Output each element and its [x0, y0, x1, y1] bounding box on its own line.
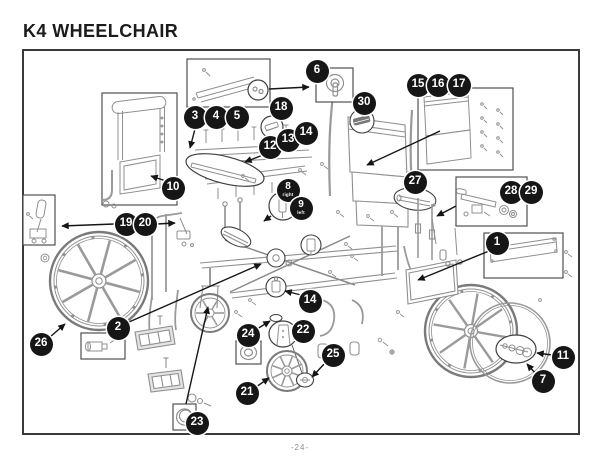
seat-rail-magnifier [185, 115, 284, 187]
callout-14a: 14 [294, 121, 318, 145]
callout-number: 2 [114, 321, 122, 334]
callout-12: 12 [258, 135, 282, 159]
callout-number: 1 [493, 236, 501, 249]
callout-number: 27 [408, 175, 422, 188]
callout-number: 11 [556, 350, 570, 363]
callout-number: 9 [298, 199, 304, 211]
right-frame-drawing [405, 198, 537, 364]
callout-22: 22 [291, 319, 315, 343]
callout-sublabel: right [282, 192, 294, 198]
callout-number: 3 [191, 110, 199, 123]
callout-number: 23 [190, 416, 204, 429]
callout-number: 4 [212, 110, 220, 123]
page-number: -24- [290, 443, 310, 452]
callout-11: 11 [551, 345, 575, 369]
callout-number: 13 [281, 133, 295, 146]
callout-19: 19 [114, 212, 138, 236]
callout-number: 5 [233, 110, 241, 123]
callout-23: 23 [185, 411, 209, 435]
callout-29: 29 [519, 180, 543, 204]
callout-7: 7 [531, 369, 555, 393]
callout-10: 10 [161, 176, 185, 200]
callout-30: 30 [352, 91, 376, 115]
callout-6: 6 [305, 59, 329, 83]
callout-15: 15 [406, 73, 430, 97]
callout-number: 6 [313, 64, 321, 77]
callout-17: 17 [447, 73, 471, 97]
callout-number: 28 [504, 185, 518, 198]
callout-sublabel: left [297, 210, 305, 216]
callout-18: 18 [269, 96, 293, 120]
callout-13: 13 [276, 128, 300, 152]
callout-4: 4 [204, 105, 228, 129]
callout-number: 10 [166, 181, 180, 194]
callout-number: 29 [524, 185, 538, 198]
callout-21: 21 [235, 381, 259, 405]
callout-28: 28 [499, 180, 523, 204]
callout-25: 25 [321, 343, 345, 367]
callout-number: 14 [299, 126, 313, 139]
callout-number: 17 [452, 78, 466, 91]
callout-number: 12 [263, 140, 277, 153]
callout-2: 2 [106, 316, 130, 340]
callout-number: 8 [285, 181, 291, 193]
callout-number: 15 [411, 78, 425, 91]
callout-26: 26 [29, 332, 53, 356]
left-rear-wheel-drawing [40, 230, 150, 332]
callout-number: 18 [274, 101, 288, 114]
hardware-scatter [176, 162, 573, 355]
front-caster-footrest-drawing [134, 268, 230, 407]
page-title: K4 WHEELCHAIR [23, 21, 179, 41]
callout-27: 27 [403, 170, 427, 194]
callout-5: 5 [225, 105, 249, 129]
callout-number: 30 [357, 96, 371, 109]
detail-boxes [22, 58, 564, 431]
callout-number: 20 [138, 217, 152, 230]
right-rear-wheel-drawing [423, 283, 551, 384]
callout-14b: 14 [298, 289, 322, 313]
callout-number: 22 [296, 324, 310, 337]
callout-number: 26 [34, 337, 48, 350]
callout-number: 19 [119, 217, 133, 230]
callout-16: 16 [426, 73, 450, 97]
callout-3: 3 [183, 105, 207, 129]
callout-number: 16 [431, 78, 445, 91]
callout-number: 25 [326, 348, 340, 361]
callout-24: 24 [236, 323, 260, 347]
exploded-caster-drawing [266, 314, 315, 392]
callout-number: 24 [241, 328, 255, 341]
callout-number: 7 [539, 374, 547, 387]
callout-20: 20 [133, 212, 157, 236]
callout-1: 1 [485, 231, 509, 255]
callout-number: 21 [240, 386, 254, 399]
callout-number: 14 [303, 294, 317, 307]
